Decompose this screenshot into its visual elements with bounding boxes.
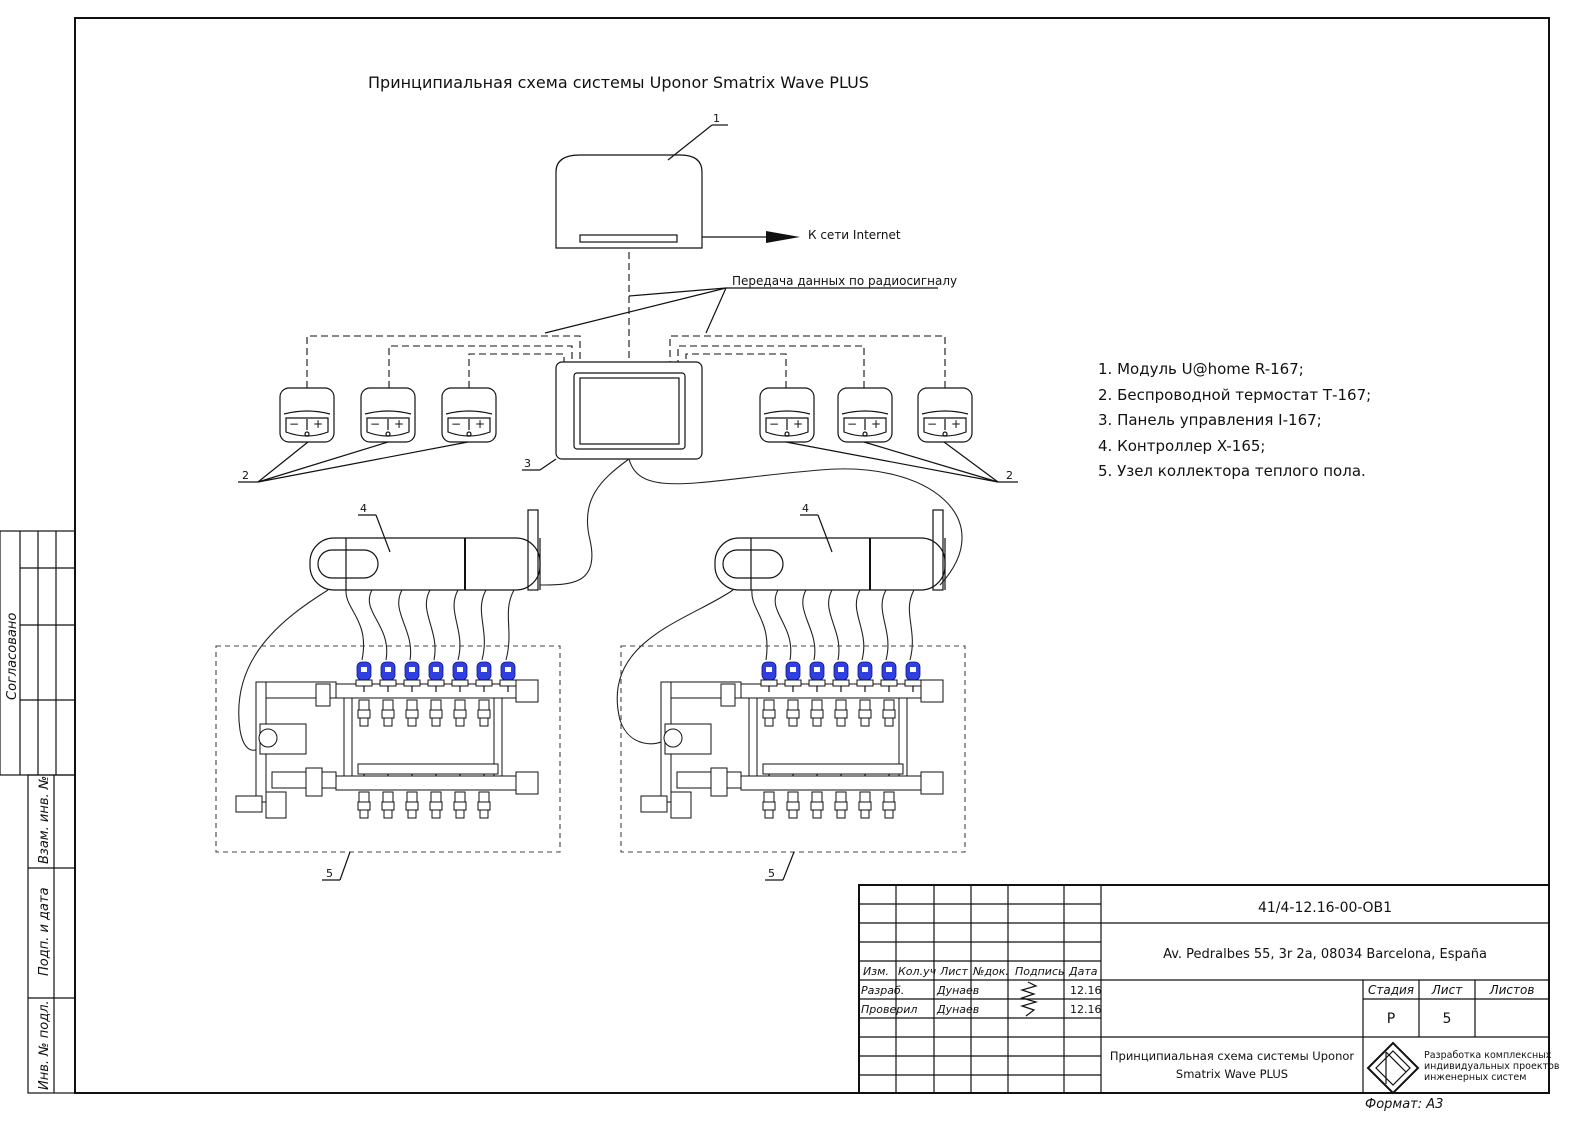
legend-item: 4. Контроллер X-165;: [1098, 437, 1265, 455]
svg-text:Р: Р: [1387, 1011, 1395, 1027]
controller-x165-left: 4: [309, 502, 541, 591]
actuator-wires-right: [616, 589, 915, 745]
drawing-code: 41/4-12.16-00-ОВ1: [1258, 900, 1392, 916]
svg-text:Лист: Лист: [939, 965, 968, 978]
svg-text:Smatrix Wave PLUS: Smatrix Wave PLUS: [1176, 1067, 1288, 1081]
svg-text:5: 5: [768, 867, 775, 880]
svg-text:1: 1: [713, 112, 720, 125]
svg-text:Дата: Дата: [1068, 965, 1098, 978]
svg-text:2: 2: [1006, 469, 1013, 482]
vzam-label: Взам. инв. №: [37, 776, 52, 864]
svg-text:инженерных систем: инженерных систем: [1424, 1072, 1526, 1083]
thermostat-icon: [759, 387, 815, 443]
svg-text:4: 4: [802, 502, 809, 515]
svg-text:Подпись: Подпись: [1015, 965, 1064, 978]
svg-text:Кол.уч: Кол.уч: [898, 965, 937, 978]
svg-text:2: 2: [242, 469, 249, 482]
legend: 1. Модуль U@home R-167; 2. Беспроводной …: [1098, 360, 1371, 480]
radio-label: Передача данных по радиосигналу: [732, 274, 957, 288]
company-logo: [1366, 1041, 1420, 1095]
svg-text:Лист: Лист: [1431, 983, 1463, 997]
svg-text:5: 5: [1443, 1011, 1452, 1027]
controller-x165-right: 4: [714, 502, 946, 591]
manifold-right: 5: [621, 646, 965, 881]
format-label: Формат: А3: [1365, 1097, 1443, 1112]
svg-text:Разраб.: Разраб.: [861, 984, 904, 997]
svg-text:3: 3: [524, 457, 531, 470]
module-r167: К сети Internet 1: [555, 112, 901, 249]
svg-text:Принципиальная схема системы U: Принципиальная схема системы Uponor: [1110, 1049, 1355, 1063]
thermostat-group-right: 2: [759, 387, 1018, 483]
address: Av. Pedralbes 55, 3r 2a, 08034 Barcelona…: [1163, 947, 1487, 962]
manifold-left: 5: [216, 646, 560, 881]
svg-text:№док.: №док.: [972, 965, 1009, 978]
svg-text:12.16: 12.16: [1070, 1003, 1102, 1016]
svg-text:4: 4: [360, 502, 367, 515]
thermostat-icon: [917, 387, 973, 443]
diagram-title: Принципиальная схема системы Uponor Smat…: [368, 73, 869, 92]
legend-item: 2. Беспроводной термостат Т-167;: [1098, 386, 1371, 404]
internet-label: К сети Internet: [808, 228, 901, 242]
svg-text:Дунаев: Дунаев: [936, 984, 979, 997]
side-stamp: Согласовано Взам. инв. № Подп. и дата Ин…: [0, 530, 76, 1094]
legend-item: 5. Узел коллектора теплого пола.: [1098, 462, 1366, 480]
thermostat-icon: [837, 387, 893, 443]
agreed-label: Согласовано: [5, 613, 20, 700]
svg-text:Изм.: Изм.: [863, 965, 889, 978]
thermostat-icon: [279, 387, 335, 443]
legend-item: 3. Панель управления I-167;: [1098, 411, 1322, 429]
podp-label: Подп. и дата: [37, 887, 52, 976]
svg-text:Листов: Листов: [1489, 983, 1535, 997]
svg-text:Проверил: Проверил: [861, 1003, 917, 1016]
actuator-wires-left: [238, 589, 515, 751]
svg-text:5: 5: [326, 867, 333, 880]
sheet-frame: [74, 17, 1550, 1094]
legend-item: 1. Модуль U@home R-167;: [1098, 360, 1304, 378]
svg-text:Разработка комплексных: Разработка комплексных: [1424, 1050, 1552, 1061]
inv-label: Инв. № подл.: [37, 1000, 52, 1090]
title-block: Изм. Кол.уч Лист №док. Подпись Дата Разр…: [858, 884, 1560, 1112]
signature-mark: [1019, 981, 1039, 1017]
svg-text:индивидуальных проектов: индивидуальных проектов: [1424, 1061, 1560, 1072]
svg-text:12.16: 12.16: [1070, 984, 1102, 997]
svg-text:Дунаев: Дунаев: [936, 1003, 979, 1016]
thermostat-icon: [360, 387, 416, 443]
radio-links: Передача данных по радиосигналу: [306, 252, 957, 388]
thermostat-group-left: 2: [238, 387, 497, 483]
control-panel-i167: 3: [522, 361, 703, 471]
thermostat-icon: [441, 387, 497, 443]
svg-text:Стадия: Стадия: [1368, 983, 1414, 997]
